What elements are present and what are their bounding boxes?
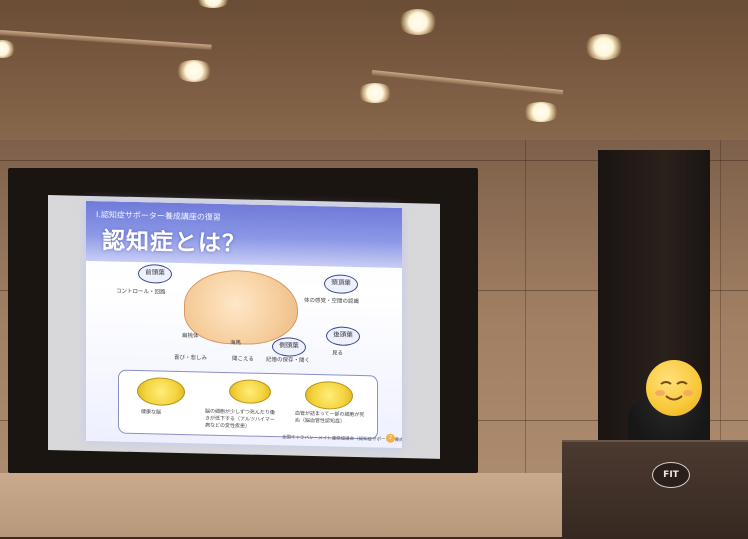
- vision-label: 見る: [332, 350, 344, 357]
- temporal-lobe-label: 側頭葉: [272, 337, 306, 357]
- ceiling-light: [584, 34, 624, 60]
- parietal-desc: 体の感覚・空間の認識: [304, 297, 360, 306]
- hearing-label: 聞こえる: [232, 356, 254, 363]
- wall-seam: [0, 160, 748, 161]
- amygdala-label: 扁桃体: [182, 333, 199, 340]
- hippocampus-label: 海馬: [230, 340, 242, 347]
- healthy-brain-icon: [137, 377, 185, 407]
- podium: [562, 440, 748, 539]
- wall-seam: [525, 140, 526, 537]
- alzheimer-brain-icon: [229, 379, 271, 405]
- frontal-lobe-label: 前頭葉: [138, 264, 172, 284]
- stage-front: [0, 473, 562, 537]
- wall-seam: [720, 140, 721, 537]
- ceiling-light: [175, 60, 213, 82]
- podium-logo: FIT: [652, 462, 690, 488]
- emotion-label: 喜び・悲しみ: [174, 354, 208, 362]
- frontal-desc: コントロール・回路: [116, 288, 166, 296]
- occipital-lobe-label: 後頭葉: [326, 326, 360, 347]
- slide-header: Ⅰ.認知症サポーター養成講座の復習 認知症とは？: [86, 200, 402, 269]
- ceiling-light: [357, 83, 393, 103]
- memory-label: 記憶の保存・聞く: [266, 356, 311, 364]
- parietal-lobe-label: 頭頂葉: [324, 274, 358, 295]
- healthy-caption: 健康な脳: [141, 409, 162, 416]
- ceiling-light: [195, 0, 231, 8]
- smiley-face-icon: [646, 360, 702, 416]
- brain-comparison-box: 健康な脳 脳の細胞が少しずつ死んだり働きが低下する（アルツハイマー病などの変性疾…: [118, 369, 378, 440]
- slide-title: 認知症とは？: [102, 228, 246, 258]
- alzheimer-caption: 脳の細胞が少しずつ死んだり働きが低下する（アルツハイマー病などの変性疾患）: [205, 408, 275, 430]
- ceiling-light: [398, 9, 438, 35]
- vascular-caption: 血管が詰まって一部の細胞が死ぬ（脳血管性認知症）: [295, 410, 365, 425]
- brain-diagram: [184, 269, 298, 346]
- vascular-brain-icon: [305, 380, 353, 410]
- projection-screen: Ⅰ.認知症サポーター養成講座の復習 認知症とは？ 前頭葉 頭頂葉 後頭葉 側頭葉…: [48, 195, 440, 459]
- page-number: 2: [386, 433, 395, 443]
- slide-footer: 全国キャラバン・メイト連絡協議会（認知症サポーター養成講座標準教材）: [282, 435, 402, 444]
- ceiling-light: [0, 40, 16, 58]
- ceiling-light: [522, 102, 560, 122]
- presentation-slide: Ⅰ.認知症サポーター養成講座の復習 認知症とは？ 前頭葉 頭頂葉 後頭葉 側頭葉…: [86, 200, 402, 449]
